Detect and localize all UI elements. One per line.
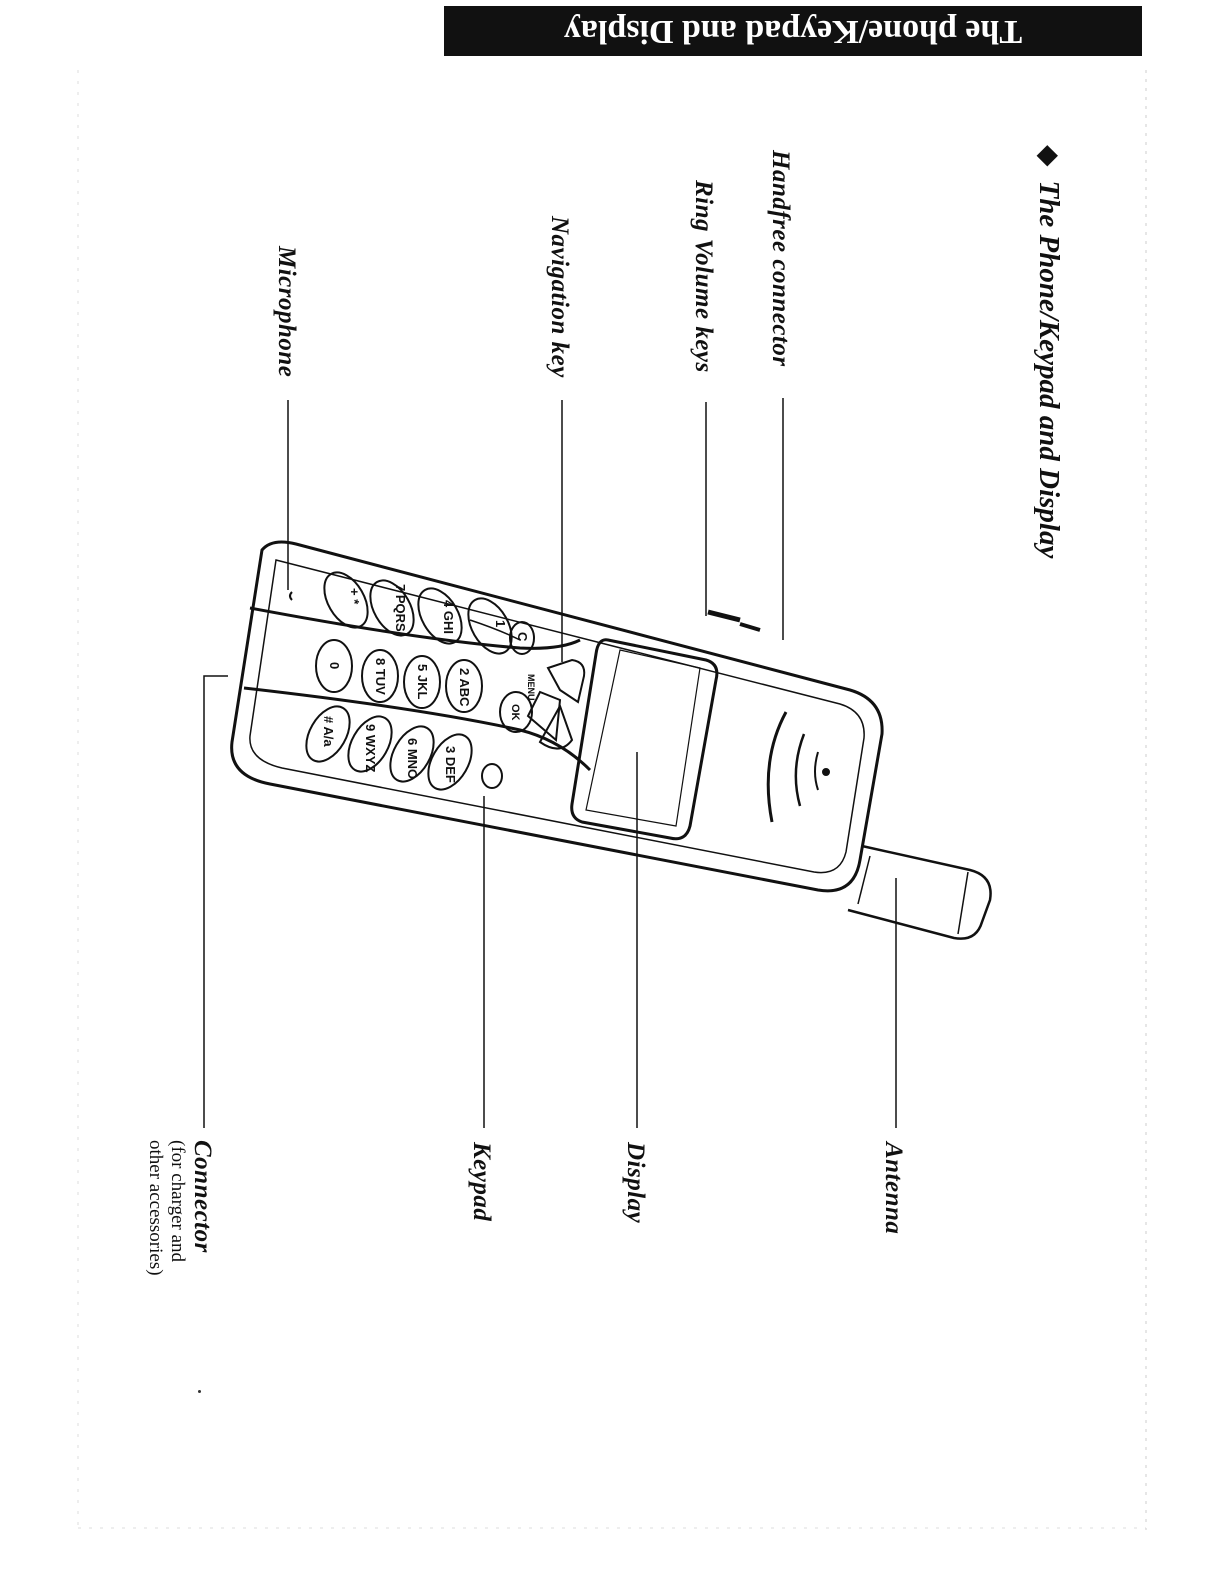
- key-2-label: 2 ABC: [457, 668, 472, 707]
- connector-note-line-1: (for charger and: [166, 1140, 188, 1262]
- connector-callout-group: Connector: [188, 1140, 216, 1253]
- leader-connector: [204, 676, 228, 1128]
- key-4-label: 4 GHI: [441, 600, 456, 634]
- key-3-label: 3 DEF: [443, 746, 458, 783]
- label-display: Display: [621, 1142, 649, 1223]
- key-star-label: + *: [347, 588, 362, 605]
- label-keypad: Keypad: [467, 1142, 495, 1221]
- key-5-label: 5 JKL: [415, 664, 430, 699]
- key-1-label: 1: [493, 620, 508, 627]
- key-7-label: 7 PQRS: [393, 584, 408, 632]
- key-8-label: 8 TUV: [373, 658, 388, 695]
- label-handfree-connector: Handfree connector: [766, 150, 794, 367]
- key-menu-label: MENU: [526, 674, 536, 701]
- print-speck: [198, 1390, 201, 1393]
- key-ok-label: OK: [509, 704, 521, 721]
- label-ring-volume-keys: Ring Volume keys: [689, 180, 717, 373]
- label-antenna: Antenna: [879, 1142, 907, 1234]
- key-hash-label: # A/a: [321, 716, 336, 747]
- label-connector: Connector: [188, 1140, 216, 1253]
- nav-key-shape: [548, 660, 584, 702]
- key-9-label: 9 WXYZ: [363, 724, 378, 772]
- label-microphone: Microphone: [272, 246, 300, 377]
- connector-note-line-2: other accessories): [144, 1140, 166, 1276]
- label-navigation-key: Navigation key: [545, 216, 573, 378]
- display-window: [572, 640, 717, 839]
- key-c-label: C: [515, 632, 530, 642]
- key-6-label: 6 MNO: [405, 738, 420, 779]
- key-0-label: 0: [327, 662, 342, 669]
